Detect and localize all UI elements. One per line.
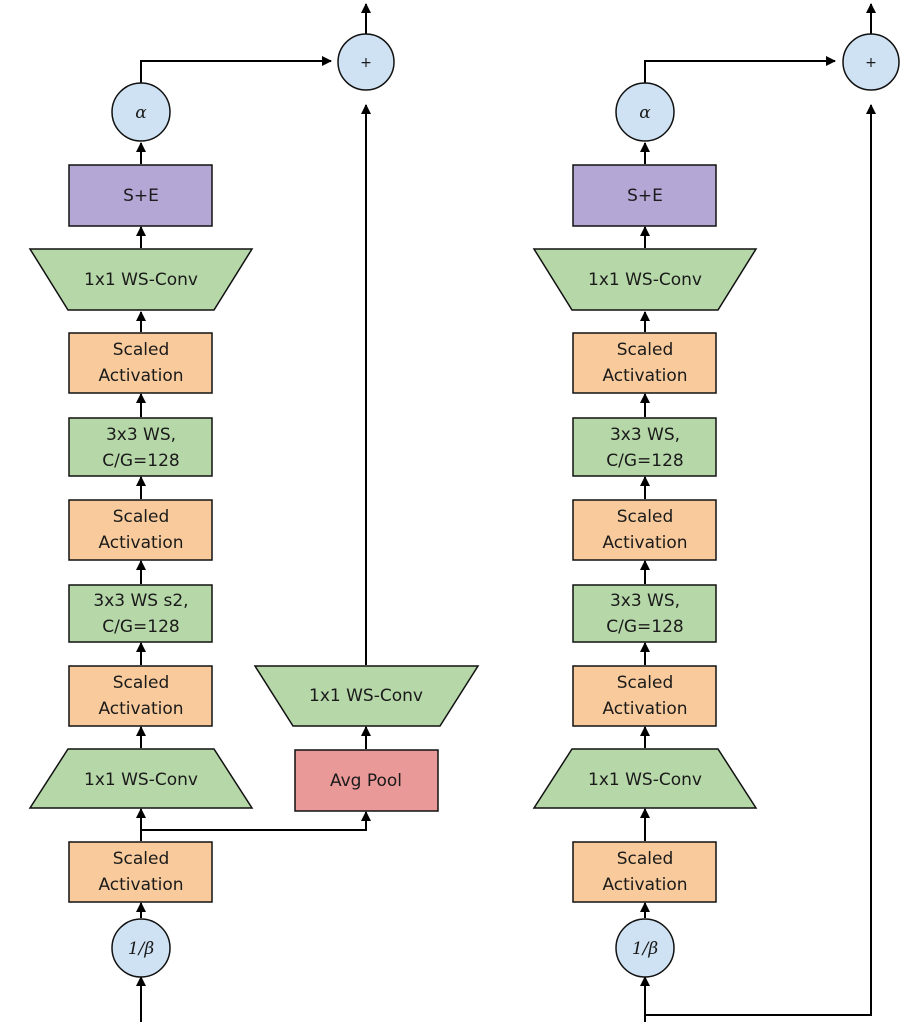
squeeze-excite-box xyxy=(68,164,213,227)
beta-scale-label: 1/β xyxy=(128,939,155,959)
scaled-activation-label: Scaled xyxy=(617,673,674,693)
conv3x3-box xyxy=(572,417,717,477)
conv3x3-box xyxy=(572,584,717,643)
alpha-scale-node xyxy=(615,82,675,142)
squeeze-excite-box xyxy=(572,164,717,227)
conv3x3-label: 3x3 WS s2, xyxy=(93,591,188,611)
conv3x3-label: 3x3 WS, xyxy=(106,425,176,445)
scaled-activation-box xyxy=(572,665,717,727)
conv3x3-box xyxy=(68,584,213,643)
conv3x3-box xyxy=(68,417,213,477)
scaled-activation-label: Activation xyxy=(98,875,183,895)
scaled-activation-label: Activation xyxy=(98,699,183,719)
conv1x1-label: 1x1 WS-Conv xyxy=(84,770,198,790)
scaled-activation-label: Activation xyxy=(602,533,687,553)
squeeze-excite-label: S+E xyxy=(123,186,159,206)
conv3x3-label: C/G=128 xyxy=(606,451,683,471)
beta-scale-node xyxy=(615,918,675,978)
scaled-activation-box xyxy=(68,332,213,394)
alpha-scale-node xyxy=(111,82,171,142)
scaled-activation-label: Scaled xyxy=(113,340,170,360)
scaled-activation-box xyxy=(572,332,717,394)
conv3x3-label: 3x3 WS, xyxy=(610,591,680,611)
conv1x1-trapezoid xyxy=(28,748,254,809)
conv1x1-label: 1x1 WS-Conv xyxy=(588,770,702,790)
squeeze-excite-label: S+E xyxy=(627,186,663,206)
scaled-activation-box xyxy=(68,665,213,727)
transition-block: 1/β Scaled Activation 1x1 WS-Conv Scaled… xyxy=(28,3,480,1022)
identity-skip-connector xyxy=(645,104,876,1016)
scaled-activation-label: Activation xyxy=(98,366,183,386)
avg-pool-box xyxy=(294,749,439,812)
scaled-activation-label: Scaled xyxy=(113,673,170,693)
conv3x3-label: C/G=128 xyxy=(102,617,179,637)
residual-connector xyxy=(644,56,836,83)
scaled-activation-label: Scaled xyxy=(617,849,674,869)
scaled-activation-label: Scaled xyxy=(617,340,674,360)
conv3x3-label: C/G=128 xyxy=(102,451,179,471)
conv3x3-label: C/G=128 xyxy=(606,617,683,637)
conv3x3-label: 3x3 WS, xyxy=(610,425,680,445)
scaled-activation-box xyxy=(68,841,213,903)
conv1x1-label: 1x1 WS-Conv xyxy=(84,270,198,290)
scaled-activation-label: Scaled xyxy=(113,849,170,869)
shortcut-connector xyxy=(141,811,371,831)
scaled-activation-label: Activation xyxy=(602,875,687,895)
scaled-activation-box xyxy=(572,841,717,903)
scaled-activation-label: Activation xyxy=(602,699,687,719)
scaled-activation-box xyxy=(572,499,717,561)
avg-pool-label: Avg Pool xyxy=(330,771,402,791)
beta-scale-node xyxy=(111,918,171,978)
alpha-scale-label: α xyxy=(639,103,651,123)
scaled-activation-label: Scaled xyxy=(617,507,674,527)
alpha-scale-label: α xyxy=(135,103,147,123)
scaled-activation-label: Activation xyxy=(98,533,183,553)
sum-node xyxy=(842,33,900,91)
scaled-activation-box xyxy=(68,499,213,561)
conv1x1-trapezoid xyxy=(532,248,758,311)
shortcut-conv1x1-trapezoid xyxy=(253,665,480,727)
scaled-activation-label: Scaled xyxy=(113,507,170,527)
sum-node xyxy=(337,33,395,91)
non-transition-block: 1/β Scaled Activation 1x1 WS-Conv Scaled… xyxy=(532,3,900,1022)
beta-scale-label: 1/β xyxy=(632,939,659,959)
conv1x1-trapezoid xyxy=(28,248,254,311)
conv1x1-trapezoid xyxy=(532,748,758,809)
residual-connector xyxy=(140,56,332,83)
scaled-activation-label: Activation xyxy=(602,366,687,386)
sum-label: + xyxy=(360,55,372,71)
conv1x1-label: 1x1 WS-Conv xyxy=(588,270,702,290)
shortcut-conv1x1-label: 1x1 WS-Conv xyxy=(309,686,423,706)
sum-label: + xyxy=(865,55,877,71)
